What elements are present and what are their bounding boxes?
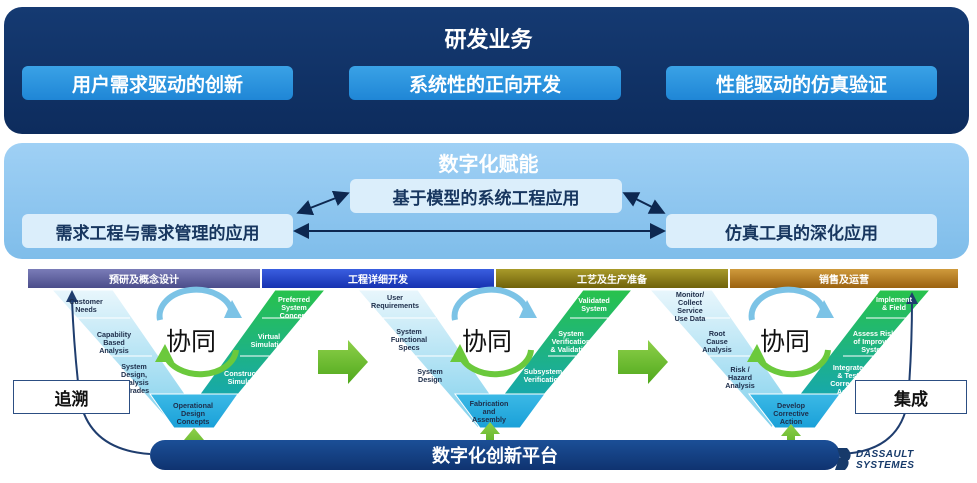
v1-right-label-1: Preferred System Concept [278,295,310,320]
v3-left-label-2: Root Cause Analysis [702,329,732,354]
pill-simulation-tools: 仿真工具的深化应用 [666,214,937,248]
pill-system-development: 系统性的正向开发 [349,66,621,100]
mid-band-title: 数字化赋能 [438,152,539,176]
phase-concept: 预研及概念设计 [28,269,260,288]
v2-left-label-1: User Requirements [371,293,419,310]
arrow-left-center [296,190,350,216]
v1-left-label-1: Customer Needs [69,297,103,314]
v3-left-label-1: Monitor/ Collect Service Use Data [674,290,706,323]
v3-bottom-label: Develop Corrective Action [773,401,809,426]
collab-label-3: 协同 [760,327,811,356]
phase-operation: 销售及运营 [730,269,958,288]
v2-bottom-label: Fabrication and Assembly [469,399,509,424]
v-diagram-engineering [356,289,634,429]
v1-left-label-2: Capability Based Analysis [96,330,132,355]
digital-platform-bar: 数字化创新平台 [150,440,840,470]
v-diagram-concept [50,289,327,430]
v3-left-label-3: Risk / Hazard Analysis [725,365,755,390]
collab-cycle-2 [450,286,537,378]
dassault-logo-icon [835,448,851,470]
arrow-center-right [622,192,666,214]
v-diagram-operation [648,289,932,429]
top-band-title: 研发业务 [444,28,533,53]
integrate-box: 集成 [855,380,967,414]
collab-cycle-1 [155,286,242,378]
forward-arrow-2 [618,340,668,384]
pill-simulation-validation: 性能驱动的仿真验证 [666,66,937,100]
logo-line2: SYSTEMES [856,460,915,471]
v3-right-label-1: Implement & Field [876,295,912,312]
v2-right-label-2: System Verification & Validation [550,329,592,354]
v2-left-label-2: System Functional Specs [390,327,428,352]
collab-label-1: 协同 [166,327,217,356]
v2-right-label-1: Validated System [578,296,610,313]
v2-left-label-3: System Design [417,367,443,384]
trace-box: 追溯 [13,380,130,414]
phase-engineering: 工程详细开发 [262,269,494,288]
forward-arrow-1 [318,340,368,384]
collab-cycle-3 [747,286,834,378]
v1-bottom-label: Operational Design Concepts [173,401,213,426]
v3-right-label-2: Assess Risk of Improved System [852,329,896,354]
collab-label-2: 协同 [462,327,513,356]
v3-right-label-3: Integrate & Test Corrective Action [830,363,866,396]
v2-right-label-3: Subsystem Verification [523,367,563,384]
pill-requirements: 需求工程与需求管理的应用 [22,214,293,248]
v1-right-label-2: Virtual Simulation [250,332,288,349]
pill-user-innovation: 用户需求驱动的创新 [22,66,293,100]
logo-line1: DASSAULT [856,449,914,460]
v1-right-label-3: Constructive Simulation [224,369,268,386]
pill-mbse: 基于模型的系统工程应用 [350,179,622,213]
phase-production: 工艺及生产准备 [496,269,728,288]
